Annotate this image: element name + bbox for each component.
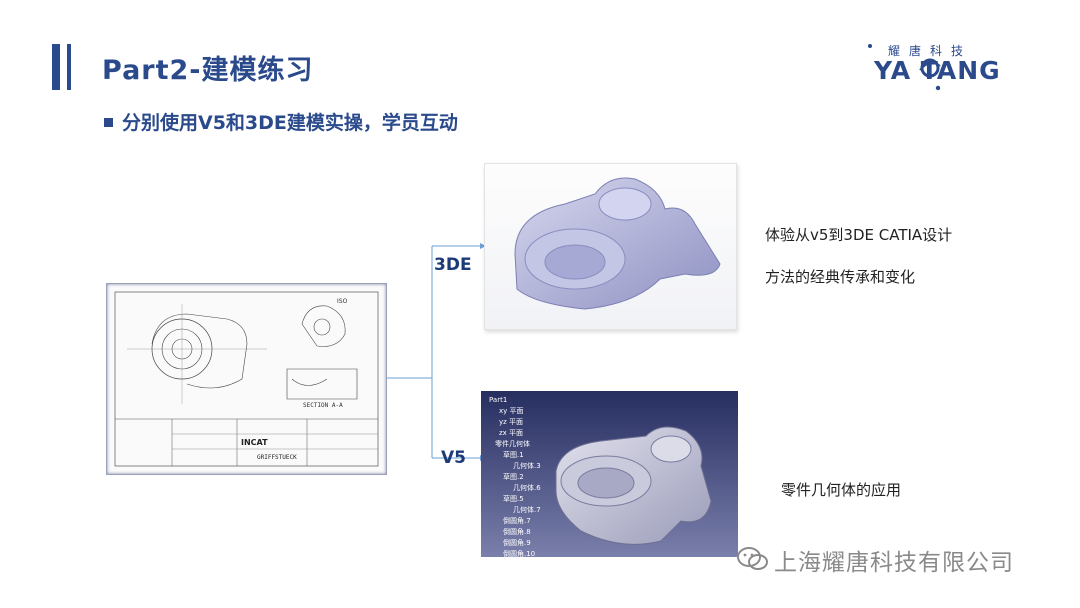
branch-label-v5: V5 [441,448,466,468]
bullet-square-icon [104,118,113,127]
page-title: Part2-建模练习 [102,55,314,86]
tree-item[interactable]: 倒圆角.7 [503,517,531,525]
watermark-text: 上海耀唐科技有限公司 [774,550,1014,576]
page-subtitle: 分别使用V5和3DE建模实操，学员互动 [122,112,458,134]
company-logo [860,38,1020,94]
drawing-section-label: SECTION A-A [303,402,343,409]
catia-v5-screenshot: Part1 xy 平面 yz 平面 zx 平面 零件几何体 草图.1 几何体.3… [481,391,738,560]
description-line-3: 零件几何体的应用 [781,481,902,499]
technical-drawing-image: SECTION A-A ISO INCAT GRIFFSTUECK [106,283,387,475]
specification-tree: Part1 xy 平面 yz 平面 zx 平面 零件几何体 草图.1 几何体.3… [489,395,541,560]
description-line-1: 体验从v5到3DE CATIA设计 [765,226,953,244]
drawing-iso-label: ISO [337,298,348,305]
drawing-part-name: GRIFFSTUECK [257,454,297,461]
tree-item[interactable]: 草图.5 [503,495,524,503]
title-accent-bar-thin [67,44,71,90]
3de-part-render [514,177,721,310]
logo-english-text: YA TANG [874,56,1001,85]
wechat-icon [737,547,768,570]
branch-label-3de: 3DE [434,255,472,275]
logo-decoration-icon [868,44,941,91]
3de-model-image [484,163,737,330]
tree-item[interactable]: 几何体.3 [513,462,541,470]
tree-item[interactable]: 几何体.7 [513,506,541,514]
tree-item[interactable]: 草图.2 [503,473,524,481]
tree-item[interactable]: 几何体.6 [513,484,541,492]
tree-item[interactable]: zx 平面 [499,429,524,437]
tree-item[interactable]: 草图.1 [503,451,524,459]
drawing-company: INCAT [241,438,268,447]
logo-chinese-text: 耀唐科技 [888,44,973,58]
description-line-2: 方法的经典传承和变化 [765,268,916,286]
drawing-sketch [114,291,379,467]
tree-item[interactable]: yz 平面 [499,418,524,426]
tree-item[interactable]: 倒圆角.9 [503,539,531,547]
v5-part-render [555,426,712,545]
tree-item[interactable]: 倒圆角.8 [503,528,531,536]
tree-item[interactable]: 倒圆角.10 [503,550,536,558]
tree-item[interactable]: 零件几何体 [495,440,530,448]
tree-item[interactable]: xy 平面 [499,407,524,415]
tree-item[interactable]: Part1 [489,396,508,404]
title-accent-bar-thick [52,44,60,90]
